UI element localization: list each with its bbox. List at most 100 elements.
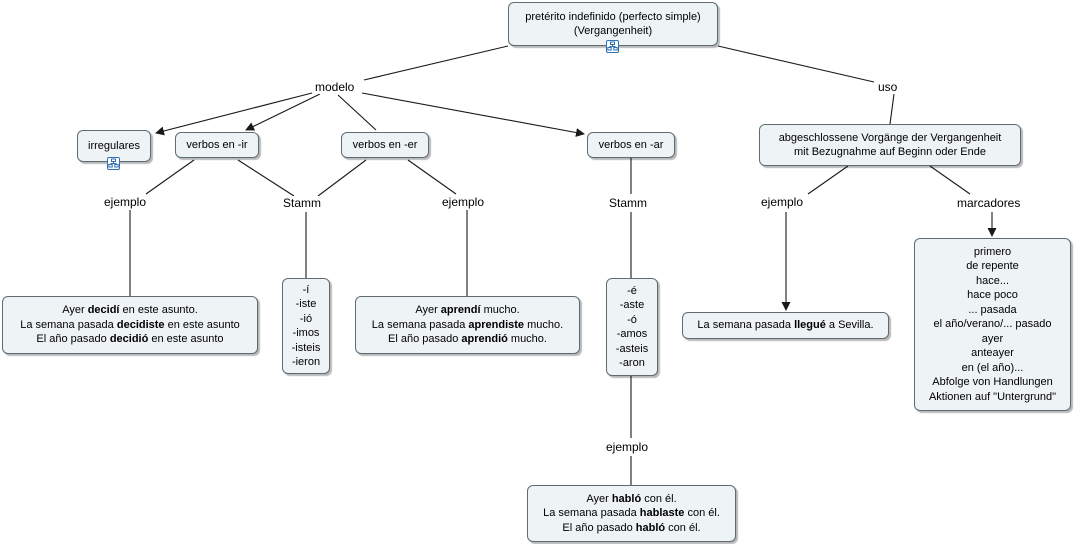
ending: -aron [619,357,645,369]
link-root-uso [717,45,875,83]
sentence-text: Ayer [586,492,612,505]
example-sentence: El año pasado aprendió mucho. [388,332,547,347]
ending: -ó [627,313,637,326]
sentence-text: El año pasado [388,333,462,346]
sentence-text: mucho. [524,318,564,331]
sentence-text: Ayer [62,304,88,317]
sentence-text: mucho. [480,304,520,317]
node-endings-ir-er[interactable]: -í -iste -ió -imos -isteis -ieron [282,278,330,374]
label-modelo[interactable]: modelo [313,80,357,94]
link-er-stamm [317,159,367,197]
ending: -asteis [615,342,649,355]
link-desc-marcadores [929,165,971,195]
node-ejemplo-uso[interactable]: La semana pasada llegué a Sevilla. [682,312,889,339]
ending: -í [302,283,310,296]
example-sentence: La semana pasada decidiste en este asunt… [20,318,240,333]
ending: -ieron [291,356,321,368]
marcador: el año/verano/... pasado [933,318,1052,331]
link-uso-desc [889,93,895,125]
ending: -é [627,284,637,297]
root-line-1: pretérito indefinido (perfecto simple) [525,10,701,23]
node-uso-description[interactable]: abgeschlossene Vorgänge der Vergangenhei… [759,124,1021,166]
verbos-er-label: verbos en -er [352,138,418,151]
verb-form: aprendió [461,333,508,346]
verb-form: hablaste [639,507,685,520]
example-sentence: El año pasado decidió en este asunto [36,332,223,347]
marcador: ayer [981,332,1004,345]
node-verbos-er[interactable]: verbos en -er [341,132,429,158]
marcador: Aktionen auf "Untergrund" [928,390,1057,403]
sentence-text: con él. [641,492,677,505]
node-verbos-ar[interactable]: verbos en -ar [587,132,675,158]
label-ejemplo-ir[interactable]: ejemplo [102,195,149,209]
sentence-text: El año pasado [36,333,110,346]
verbos-ar-label: verbos en -ar [598,138,664,151]
node-ejemplo-ar[interactable]: Ayer habló con él.La semana pasada habla… [527,485,736,542]
link-modelo-ir [245,93,321,131]
link-root-modelo [363,45,509,81]
example-sentence: Ayer decidí en este asunto. [62,303,198,318]
verb-form: habló [635,521,666,534]
sentence-text: La semana pasada [543,507,640,520]
link-ir-ejemplo [145,159,195,195]
example-sentence: Ayer habló con él. [586,492,676,507]
label-ejemplo-uso[interactable]: ejemplo [759,195,806,209]
marcador: primero [973,245,1012,258]
verbos-ir-label: verbos en -ir [186,138,248,151]
label-uso[interactable]: uso [876,80,900,94]
sentence-text: a Sevilla. [825,319,874,332]
label-ejemplo-er[interactable]: ejemplo [440,195,487,209]
verb-form: aprendiste [468,318,525,331]
example-sentence: La semana pasada hablaste con él. [543,506,720,521]
sentence-text: El año pasado [562,521,636,534]
sentence-text: mucho. [507,333,547,346]
example-sentence: La semana pasada aprendiste mucho. [372,318,563,333]
verb-form: llegué [794,319,826,332]
verb-form: aprendí [440,304,481,317]
marcador: en (el año)... [961,361,1024,374]
link-er-ejemplo [407,159,457,195]
marcador: anteayer [971,347,1014,360]
verb-form: decidió [109,333,149,346]
example-sentence: El año pasado habló con él. [562,521,700,536]
link-modelo-ar [361,92,585,137]
marcador: ... pasada [968,303,1017,316]
node-ejemplo-er[interactable]: Ayer aprendí mucho.La semana pasada apre… [355,296,580,354]
node-verbos-ir[interactable]: verbos en -ir [175,132,259,158]
label-marcadores[interactable]: marcadores [955,196,1023,210]
node-endings-ar[interactable]: -é -aste -ó -amos -asteis -aron [606,278,658,376]
sentence-text: La semana pasada [20,318,117,331]
ending: -isteis [291,341,321,354]
example-sentence: Ayer aprendí mucho. [415,303,519,318]
uso-line-1: abgeschlossene Vorgänge der Vergangenhei… [778,131,1002,144]
marcador: hace poco [967,289,1018,302]
verb-form: habló [611,492,642,505]
sub-map-icon[interactable] [606,40,619,53]
marcador: de repente [966,260,1019,273]
ending: -amos [616,328,648,340]
sub-map-icon[interactable] [107,157,120,170]
ending: -iste [295,298,317,310]
label-ejemplo-ar[interactable]: ejemplo [604,440,651,454]
sentence-text: en este asunto [148,333,224,346]
node-marcadores[interactable]: primero de repente hace... hace poco ...… [914,238,1071,411]
sentence-text: La semana pasada [697,319,795,332]
sentence-text: Ayer [415,304,441,317]
link-desc-ejemplo [807,165,849,195]
sentence-text: en este asunto. [119,304,198,317]
label-stamm-ir-er[interactable]: Stamm [281,196,324,210]
sentence-text: La semana pasada [371,318,469,331]
ending: -aste [619,299,645,311]
marcador: Abfolge von Handlungen [932,376,1053,389]
uso-line-2: mit Bezugnahme auf Beginn oder Ende [793,146,987,158]
verb-form: decidí [87,304,120,317]
example-sentence: La semana pasada llegué a Sevilla. [697,318,873,333]
node-ejemplo-ir[interactable]: Ayer decidí en este asunto.La semana pas… [2,296,258,354]
verb-form: decidiste [116,318,165,331]
link-modelo-er [337,94,377,131]
label-stamm-ar[interactable]: Stamm [607,196,650,210]
marcador: hace... [975,274,1010,287]
node-irregulares[interactable]: irregulares [77,130,151,162]
link-ir-stamm [237,159,295,197]
